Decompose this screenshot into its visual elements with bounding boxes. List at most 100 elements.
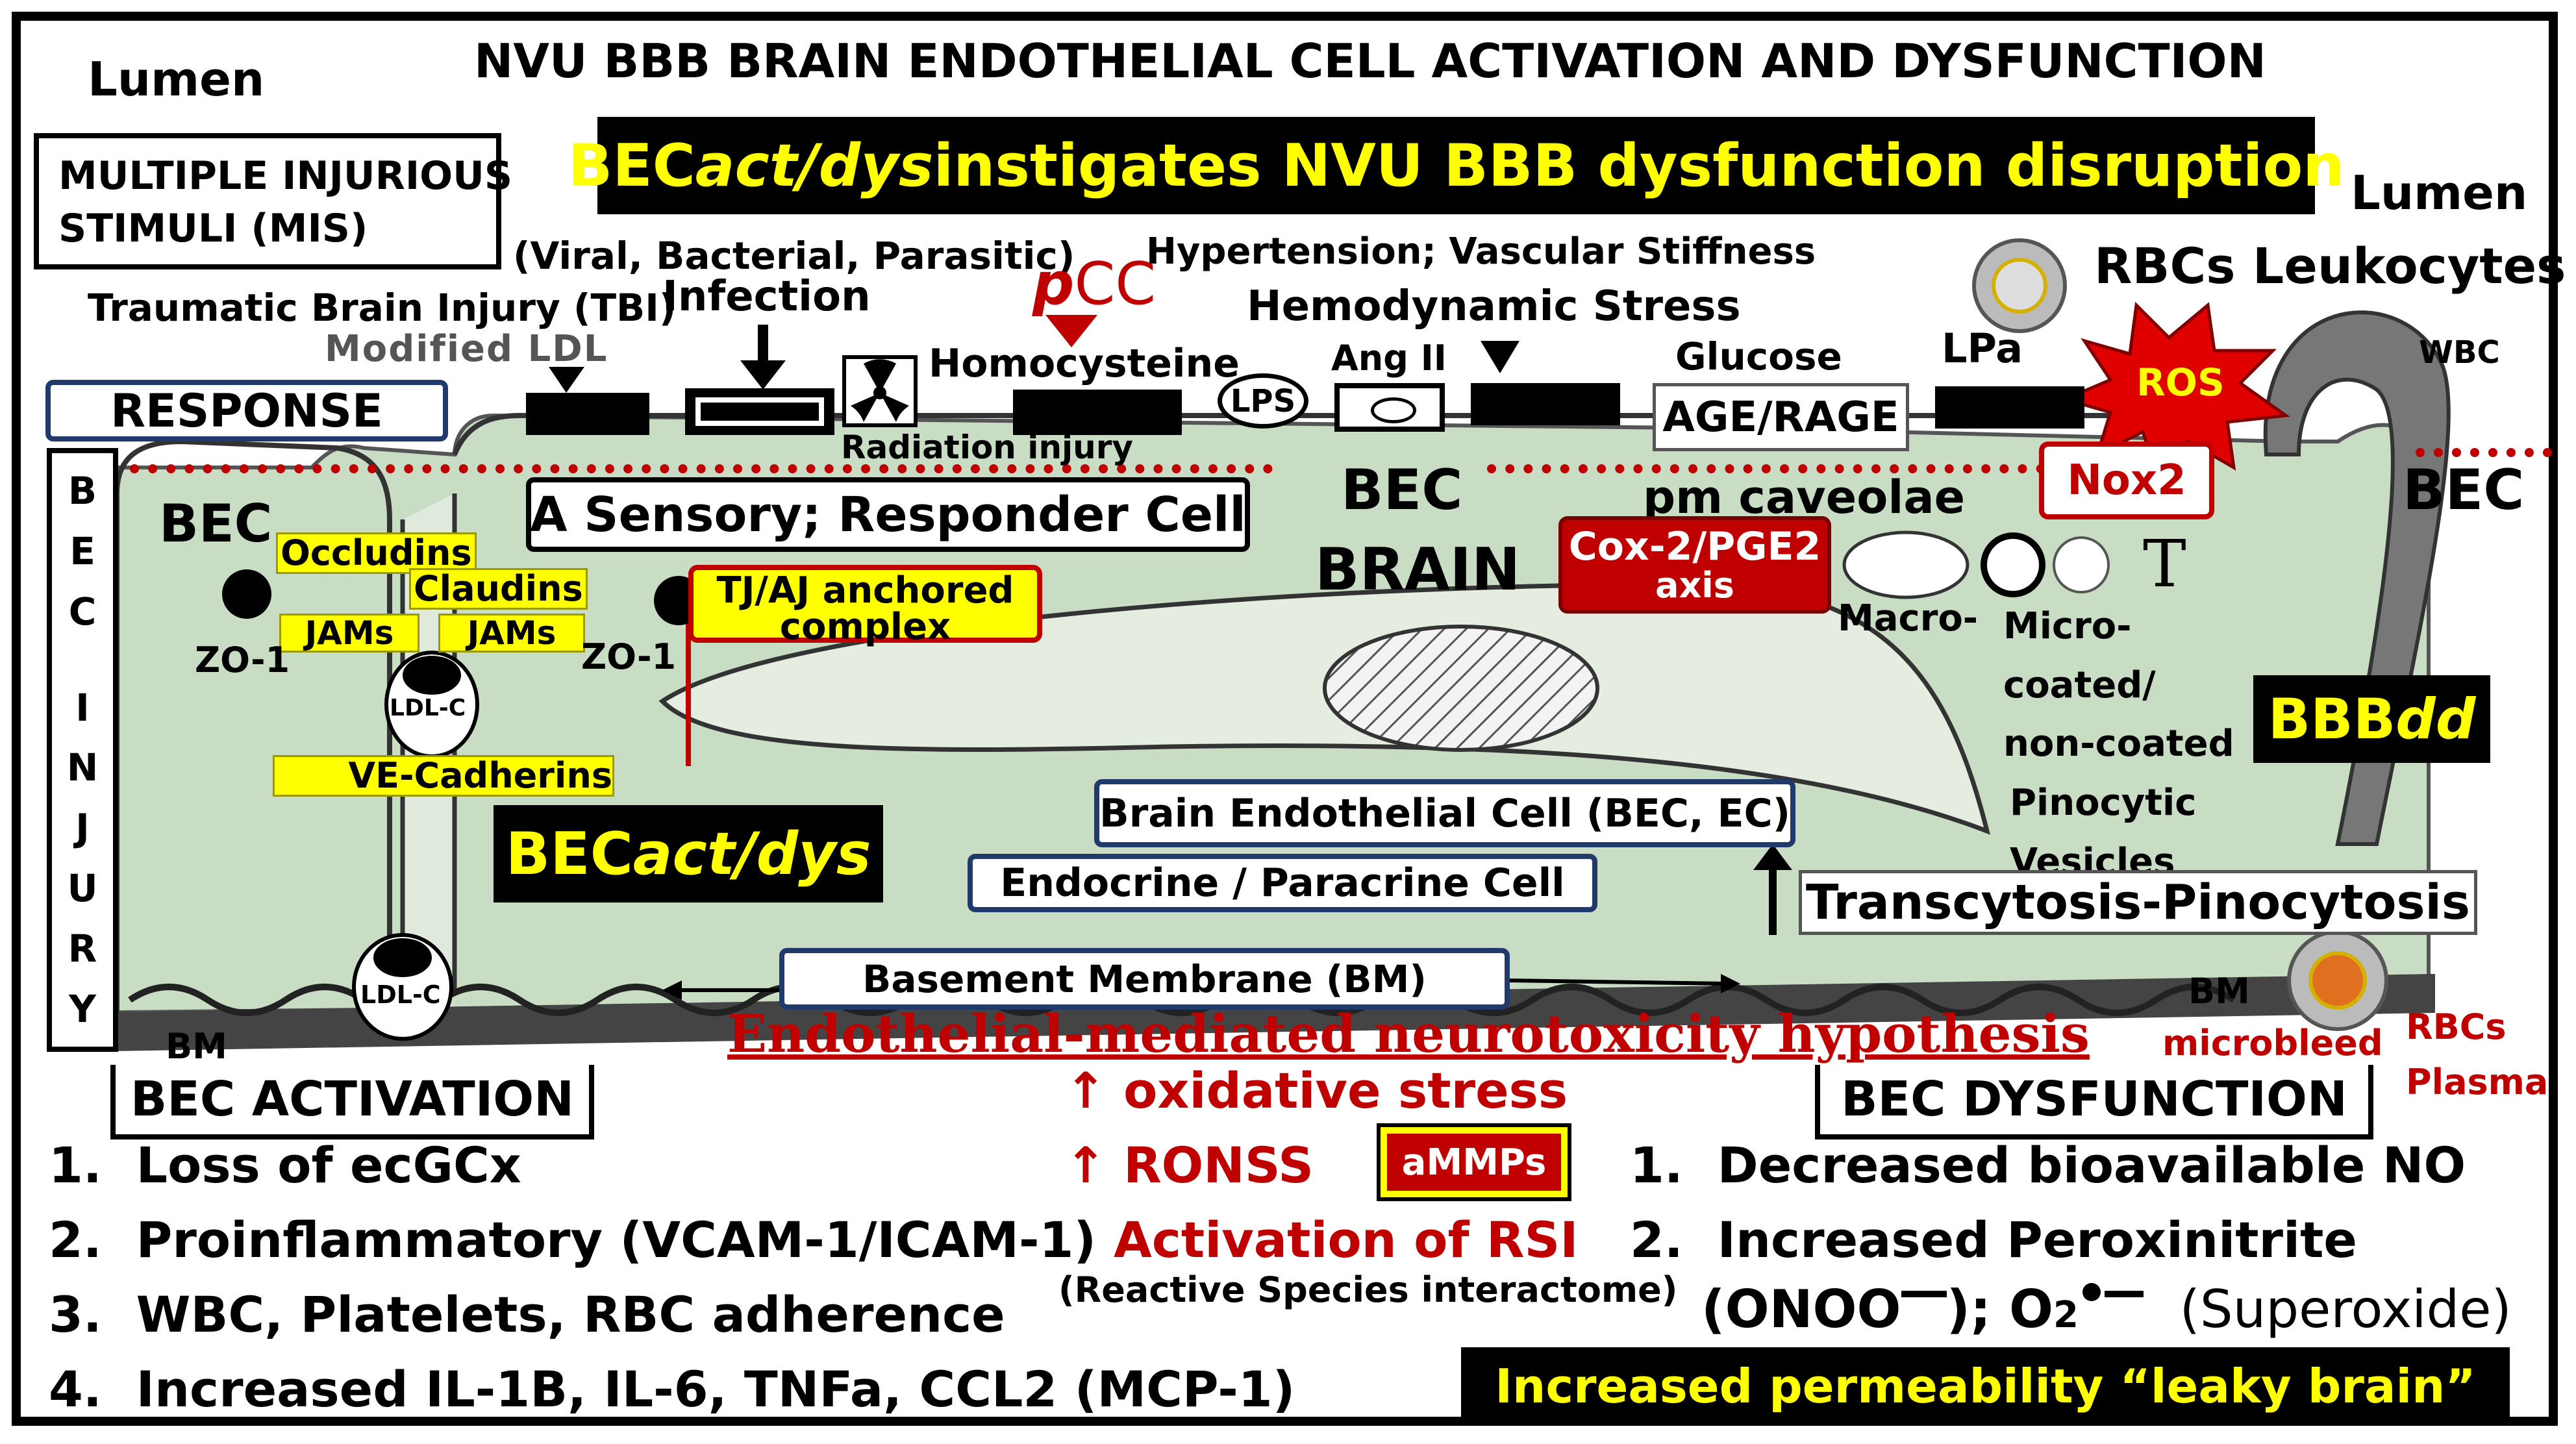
activation-item-text: Loss of ecGCx [136, 1136, 521, 1194]
rbc-cluster-bottom-inner [2308, 951, 2367, 1010]
stimulus-bar-hemodynamic [1471, 383, 1620, 425]
dysfunction-item-3: (ONOO); O2 (Superoxide) [1701, 1279, 2512, 1339]
radiation-blade-3 [880, 393, 909, 422]
ronss-line: ↑ RONSS [1065, 1136, 1314, 1194]
lumen-right-label: Lumen [2351, 166, 2528, 220]
wbc-label: WBC [2419, 334, 2500, 371]
banner-part-3: instigates NVU BBB dysfunction disruptio… [933, 131, 2345, 200]
modified-ldl-label: Modified LDL [325, 328, 608, 370]
dysfunction-heading-box: BEC DYSFUNCTION [1815, 1065, 2373, 1139]
radiation-blade-2 [851, 393, 880, 422]
macro-label: Macro- [1838, 597, 1979, 640]
arrow-infection-head [740, 360, 786, 390]
oxidative-stress-line: ↑ oxidative stress [1065, 1062, 1568, 1119]
coated-vesicle [1981, 532, 2045, 597]
activation-item-4: 4. Increased IL-1B, IL-6, TNFa, CCL2 (MC… [49, 1360, 1295, 1418]
superoxide-o-label: ); O [1946, 1279, 2053, 1339]
nucleus-shape [658, 582, 1991, 835]
arrow-pcc-head [1045, 315, 1097, 347]
noncoated-vesicle [2053, 536, 2110, 593]
bec-injury-letter: B [68, 469, 97, 514]
dysfunction-heading: BEC DYSFUNCTION [1841, 1071, 2347, 1127]
ammps-badge: aMMPs [1377, 1123, 1571, 1201]
lpa-label: LPa [1942, 325, 2023, 372]
stimulus-bar-tbi [526, 393, 649, 435]
lps-label: LPS [1230, 382, 1296, 419]
bec-injury-letter: J [75, 806, 90, 851]
tj-aj-box: TJ/AJ anchored complex [688, 565, 1042, 645]
pcc-label: pCC [1032, 250, 1156, 318]
tbi-label: Traumatic Brain Injury (TBI) [88, 286, 677, 330]
response-label: RESPONSE [110, 384, 383, 438]
endocrine-label: Endocrine / Paracrine Cell [1000, 860, 1565, 906]
bec-left-label: BEC [159, 493, 273, 554]
dysfunction-item-text: Decreased bioavailable NO [1717, 1136, 2466, 1194]
bec-injury-letter: C [68, 589, 97, 634]
transcytosis-box: Transcytosis-Pinocytosis [1799, 870, 2477, 935]
superoxide-sub: 2 [2053, 1294, 2079, 1336]
nucleolus-shape [1323, 625, 1599, 752]
rsi-sub-label: (Reactive Species interactome) [1058, 1269, 1678, 1310]
activation-item-text: Increased IL-1B, IL-6, TNFa, CCL2 (MCP-1… [136, 1360, 1295, 1418]
macro-vesicle [1842, 530, 1970, 599]
bec-injury-letter: R [68, 926, 97, 971]
bec-center-label: BEC [1341, 458, 1463, 523]
age-rage-label: AGE/RAGE [1662, 393, 1899, 442]
bbbdd-part-1: BBB [2268, 686, 2396, 752]
arrow-bm-left-head [662, 980, 682, 1000]
becactdys-part-2: act/dys [632, 819, 871, 888]
brain-label: BRAIN [1315, 536, 1521, 604]
bm-right-label: BM [2188, 971, 2250, 1012]
mis-line-1: MULTIPLE INJURIOUS [58, 153, 513, 199]
activation-item-text: WBC, Platelets, RBC adherence [136, 1286, 1005, 1343]
lumen-band [452, 413, 2286, 456]
bm-left-label: BM [166, 1026, 227, 1067]
micro-line-4: Pinocytic [2010, 782, 2197, 825]
response-box: RESPONSE [45, 380, 448, 442]
activation-item-text: Proinflammatory (VCAM-1/ICAM-1) [136, 1211, 1097, 1269]
bm-wavy-line [128, 984, 2236, 1016]
ammps-label: aMMPs [1401, 1141, 1547, 1184]
cox2-line-1: Cox-2/PGE2 [1568, 524, 1821, 569]
activation-item-1: 1. Loss of ecGCx [49, 1136, 521, 1194]
basement-membrane-shape [71, 974, 2435, 1052]
ldlc-bottom-cap [373, 938, 432, 977]
pm-caveolae-label: pm caveolae [1643, 471, 1966, 524]
tj-aj-line-1: TJ/AJ anchored [716, 569, 1014, 612]
cox2-box: Cox-2/PGE2 axis [1558, 516, 1831, 614]
plasma-label: Plasma [2406, 1062, 2549, 1102]
membrane-dotted-line-right [2416, 448, 2552, 457]
leaky-brain-label: Increased permeability “leaky brain” [1495, 1359, 2476, 1413]
ldlc-bottom-label: LDL-C [360, 980, 441, 1009]
hypertension-label: Hypertension; Vascular Stiffness [1146, 230, 1816, 273]
ldlc-top-cap [403, 656, 461, 695]
transcytosis-label: Transcytosis-Pinocytosis [1806, 875, 2470, 930]
bbbdd-part-2: dd [2395, 686, 2476, 752]
radiation-blade-1 [864, 359, 896, 393]
micro-line-2: coated/ [2003, 664, 2156, 706]
dysfunction-item-text: Increased Peroxinitrite [1717, 1211, 2357, 1269]
dysfunction-item-1: 1. Decreased bioavailable NO [1630, 1136, 2466, 1194]
hemodynamic-label: Hemodynamic Stress [1247, 282, 1741, 330]
basement-label: Basement Membrane (BM) [862, 956, 1427, 1001]
ve-cadherins-tag: VE-Cadherins [273, 755, 614, 797]
bec-injury-letter: N [66, 745, 99, 790]
bec-injury-letter: I [75, 685, 90, 730]
activation-item-3: 3. WBC, Platelets, RBC adherence [49, 1286, 1005, 1343]
ang2-label: Ang II [1331, 338, 1447, 379]
rbc-cluster-top-inner [1992, 258, 2047, 314]
leaky-brain-banner: Increased permeability “leaky brain” [1461, 1347, 2510, 1425]
bec-injury-letter: U [67, 865, 98, 910]
zo1-left-dot [222, 569, 271, 619]
ronss-label: RONSS [1123, 1136, 1314, 1194]
zo1-right-label: ZO-1 [581, 636, 677, 677]
occludins-tag: Occludins [276, 532, 477, 574]
pathogens-label: (Viral, Bacterial, Parasitic) [513, 234, 1075, 278]
ldlc-top-label: LDL-C [390, 695, 466, 721]
arrow-bm-right [1506, 978, 1728, 986]
mis-line-2: STIMULI (MIS) [58, 206, 368, 251]
bec-injury-letter: E [69, 529, 95, 574]
arrow-tbi-head [549, 367, 584, 393]
